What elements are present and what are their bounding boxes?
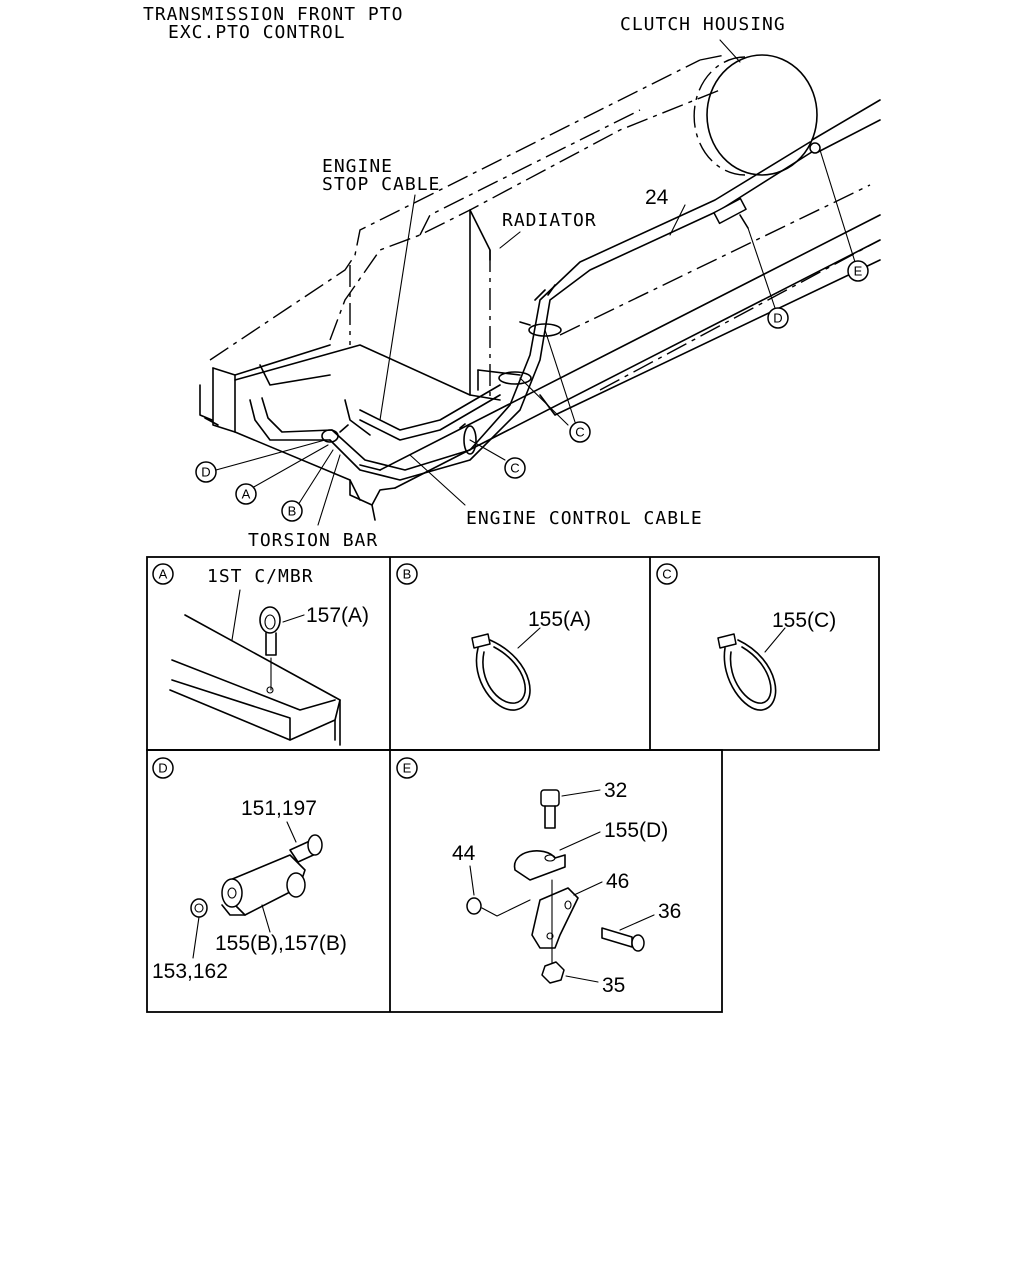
header-line-1: TRANSMISSION FRONT PTO (143, 4, 403, 25)
chassis-frame (199, 54, 881, 521)
svg-text:A: A (242, 487, 251, 502)
svg-text:D: D (201, 465, 210, 480)
detail-c: C 155(C) (656, 563, 836, 711)
svg-text:D: D (773, 311, 782, 326)
detail-frames (146, 556, 880, 1013)
engine-control-cable (249, 141, 816, 481)
detail-a-member-label: 1ST C/MBR (207, 566, 314, 587)
marker-d-right: D (767, 307, 789, 329)
marker-b: B (281, 500, 303, 522)
svg-text:C: C (575, 425, 584, 440)
label-part-24: 24 (645, 186, 669, 209)
label-clutch-housing: CLUTCH HOUSING (620, 14, 786, 35)
detail-e-part-155d: 155(D) (604, 819, 668, 842)
header-line-2: EXC.PTO CONTROL (168, 22, 346, 43)
marker-c-lower: C (504, 457, 526, 479)
label-engine-stop-2: STOP CABLE (322, 174, 440, 195)
svg-text:B: B (403, 567, 412, 582)
svg-text:B: B (288, 504, 297, 519)
clutch-housing (693, 54, 881, 176)
detail-e-part-32: 32 (604, 779, 627, 802)
svg-text:D: D (158, 761, 167, 776)
marker-c-upper: C (569, 421, 591, 443)
cable-clamps (321, 142, 821, 455)
marker-d-left: D (195, 461, 217, 483)
detail-e-part-36: 36 (658, 900, 681, 923)
detail-e-part-46: 46 (606, 870, 629, 893)
detail-b-part: 155(A) (528, 608, 591, 631)
detail-e-part-44: 44 (452, 842, 476, 865)
detail-a: A 1ST C/MBR 157(A) (152, 563, 369, 746)
svg-text:E: E (854, 264, 863, 279)
detail-c-part: 155(C) (772, 609, 836, 632)
detail-b: B 155(A) (396, 563, 591, 711)
label-engine-stop-1: ENGINE (322, 156, 393, 177)
svg-text:A: A (159, 567, 168, 582)
detail-a-part: 157(A) (306, 604, 369, 627)
detail-d-clip-part: 155(B),157(B) (215, 932, 347, 955)
detail-d-nut-part: 153,162 (152, 960, 228, 983)
svg-text:C: C (510, 461, 519, 476)
detail-d: D 151,197 155(B),157(B) 153,162 (152, 757, 347, 983)
detail-d-bolt-part: 151,197 (241, 797, 317, 820)
detail-e: E 32 155(D) 44 46 36 35 (396, 757, 681, 997)
detail-e-part-35: 35 (602, 974, 625, 997)
svg-text:E: E (403, 761, 412, 776)
marker-a: A (235, 483, 257, 505)
callout-lines (215, 39, 856, 526)
label-radiator: RADIATOR (502, 210, 597, 231)
label-engine-control-cable: ENGINE CONTROL CABLE (466, 508, 703, 529)
svg-text:C: C (662, 567, 671, 582)
label-torsion-bar: TORSION BAR (248, 530, 378, 551)
marker-e: E (847, 260, 869, 282)
